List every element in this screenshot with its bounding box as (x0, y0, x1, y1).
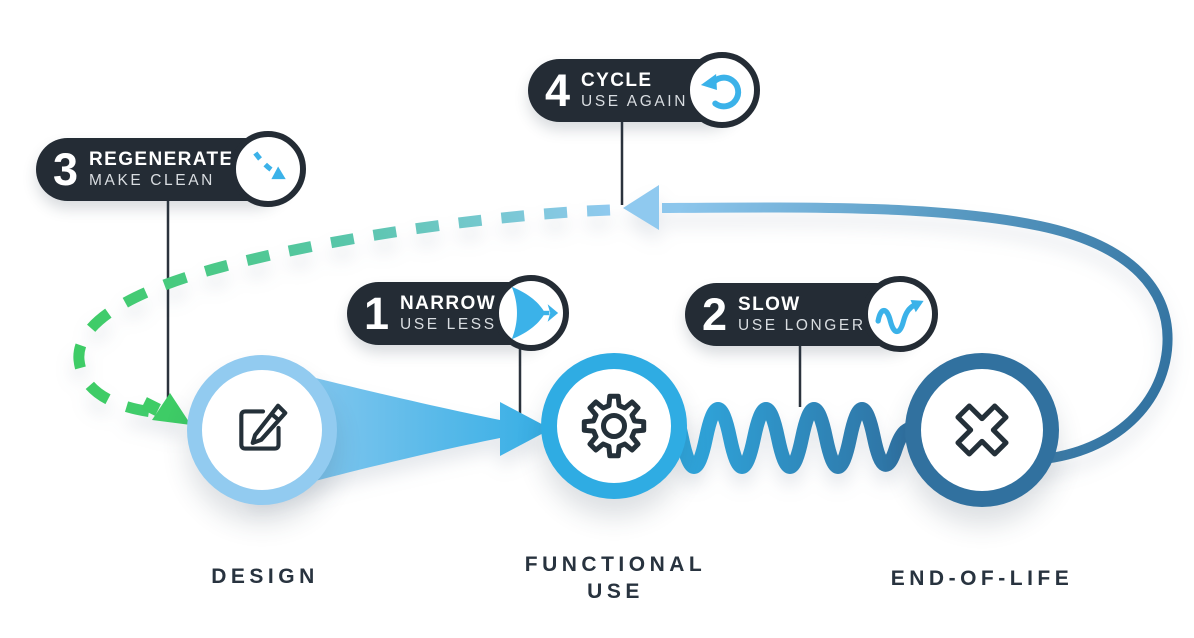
stage-circle-design (187, 355, 337, 505)
regenerate-dashed-curve (73, 204, 611, 418)
wavy-arrow-icon (875, 300, 924, 335)
badge-subtitle: USE AGAIN (581, 92, 688, 110)
badge-stems (166, 112, 802, 420)
cycle-arrow-icon (700, 73, 742, 110)
gear-icon (581, 393, 647, 459)
stage-label-functional-use: FUNCTIONAL USE (524, 553, 707, 603)
badge-icon-circle (861, 276, 938, 352)
badge-title: CYCLE (581, 69, 653, 91)
badge-icon-circle (684, 52, 760, 128)
badge-number: 3 (53, 143, 79, 195)
stage-label-design: DESIGN (211, 565, 319, 588)
cycle-return-loop (661, 202, 1173, 465)
badge-subtitle: USE LESS (400, 315, 497, 333)
stage-circle-end-of-life (905, 353, 1059, 507)
regenerate-arrow-tail (141, 397, 161, 416)
narrow-flow-arrow-icon (511, 286, 558, 340)
badge-slow: 2 SLOW USE LONGER (685, 276, 938, 352)
badge-title: REGENERATE (89, 148, 234, 170)
badge-cycle: 4 CYCLE USE AGAIN (528, 52, 760, 128)
badge-number: 2 (702, 288, 728, 340)
badge-title: SLOW (738, 293, 801, 315)
stage-circle-functional-use (541, 353, 687, 499)
dashed-curve-arrow-icon (252, 151, 286, 180)
cycle-loop-arrowhead (623, 185, 659, 230)
badge-subtitle: MAKE CLEAN (89, 171, 215, 189)
badge-title: NARROW (400, 292, 497, 314)
regenerate-green-arrowhead (152, 393, 191, 425)
pencil-square-icon (239, 403, 288, 451)
badge-regenerate: 3 REGENERATE MAKE CLEAN (36, 131, 306, 207)
badge-narrow: 1 NARROW USE LESS (347, 275, 569, 351)
badge-icon-circle (229, 131, 306, 207)
badge-icon-circle (492, 275, 569, 351)
badge-number: 4 (545, 64, 571, 116)
cross-icon (955, 403, 1009, 457)
slow-wavy-line (651, 402, 920, 474)
badge-number: 1 (364, 287, 390, 339)
stage-label-end-of-life: END-OF-LIFE (890, 567, 1074, 590)
badge-subtitle: USE LONGER (738, 316, 866, 334)
